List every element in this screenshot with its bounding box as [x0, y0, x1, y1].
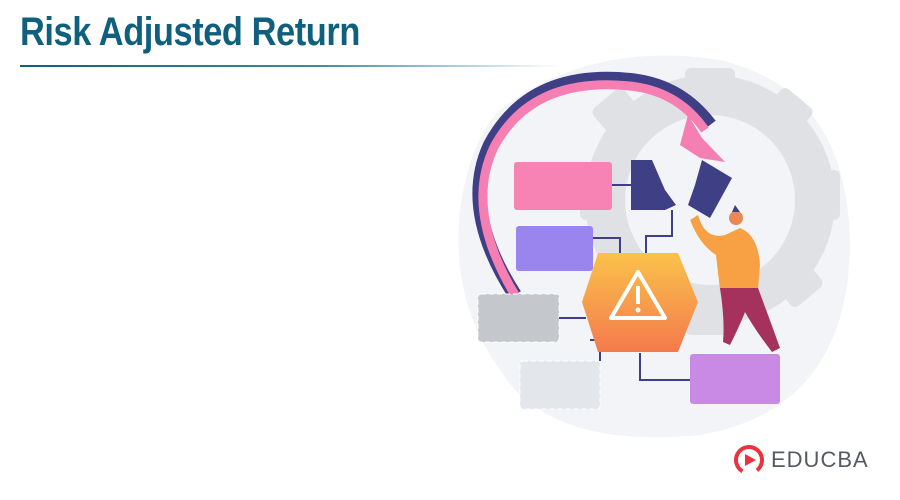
- purple-box: [516, 226, 593, 271]
- lilac-box: [690, 354, 780, 404]
- person-figure: [690, 205, 780, 352]
- page-title: Risk Adjusted Return: [20, 10, 360, 54]
- brand-logo[interactable]: EDUCBA: [733, 444, 869, 476]
- broken-block-right: [688, 160, 732, 218]
- flowchart-illustration: [458, 55, 850, 438]
- light-dashed-box: [519, 360, 601, 410]
- title-underline: [20, 65, 560, 67]
- gray-dashed-box: [477, 293, 560, 343]
- warning-icon: [609, 270, 667, 320]
- brand-name: EDUCBA: [771, 447, 869, 472]
- pink-box: [514, 162, 612, 210]
- educba-logo-icon: [734, 445, 764, 475]
- broken-block-left: [631, 160, 676, 210]
